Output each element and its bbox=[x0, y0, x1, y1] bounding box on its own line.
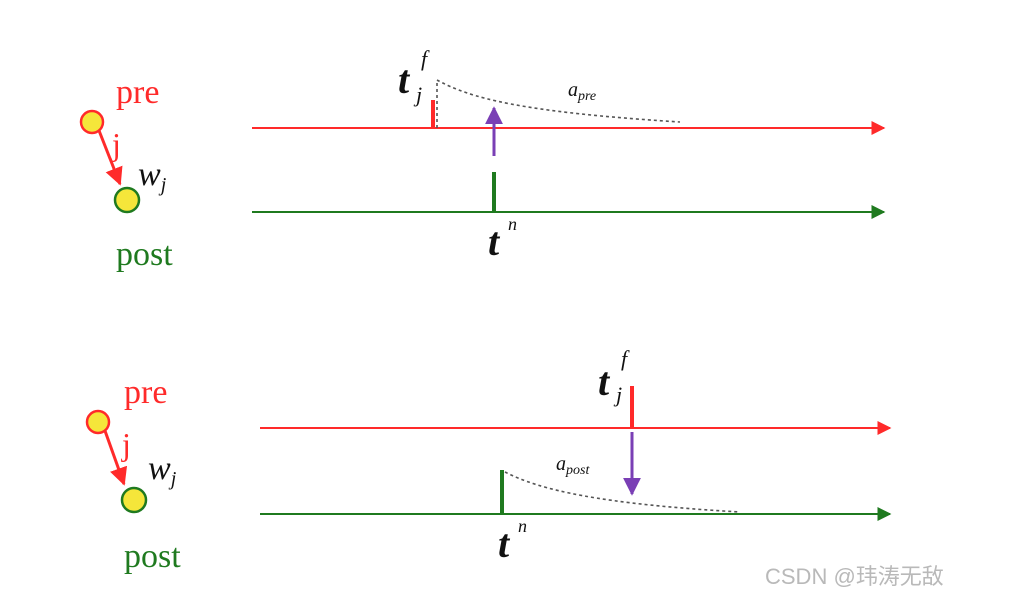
post-spike-time-sup: n bbox=[518, 516, 527, 536]
bottom-panel bbox=[85, 386, 892, 521]
j-label: j bbox=[122, 426, 131, 462]
post-label: post bbox=[116, 236, 173, 273]
post-neuron-icon bbox=[120, 486, 148, 514]
pre-label: pre bbox=[116, 74, 160, 111]
pre-spike-time-sup: f bbox=[621, 346, 628, 371]
weight-label: wj bbox=[138, 156, 167, 196]
pre-spike-time-sub: j bbox=[416, 82, 423, 107]
pre-neuron-icon bbox=[79, 109, 105, 135]
post-neuron-icon bbox=[113, 186, 141, 214]
pre-spike-time-sub: j bbox=[616, 382, 623, 407]
post-spike-time-label: t bbox=[488, 219, 500, 264]
j-label: j bbox=[112, 126, 121, 162]
pre-trace-label: apre bbox=[568, 79, 597, 104]
pre-trace-curve bbox=[436, 78, 681, 128]
watermark: CSDN @玮涛无敌 bbox=[765, 564, 944, 589]
pre-spike-time-label: t bbox=[598, 359, 610, 404]
post-spike-time-sup: n bbox=[508, 214, 517, 234]
post-trace-curve bbox=[504, 471, 741, 513]
pre-label: pre bbox=[124, 374, 168, 411]
pre-spike-time-sup: f bbox=[421, 46, 428, 71]
synapse-arrow-icon bbox=[96, 127, 123, 186]
weight-label: wj bbox=[148, 450, 177, 490]
post-spike-time-label: t bbox=[498, 521, 510, 566]
pre-neuron-icon bbox=[85, 409, 111, 435]
pre-spike-time-label: t bbox=[398, 57, 410, 102]
top-panel bbox=[79, 78, 886, 219]
post-trace-label: apost bbox=[556, 453, 590, 478]
post-label: post bbox=[124, 538, 181, 575]
synapse-arrow-icon bbox=[102, 427, 128, 486]
